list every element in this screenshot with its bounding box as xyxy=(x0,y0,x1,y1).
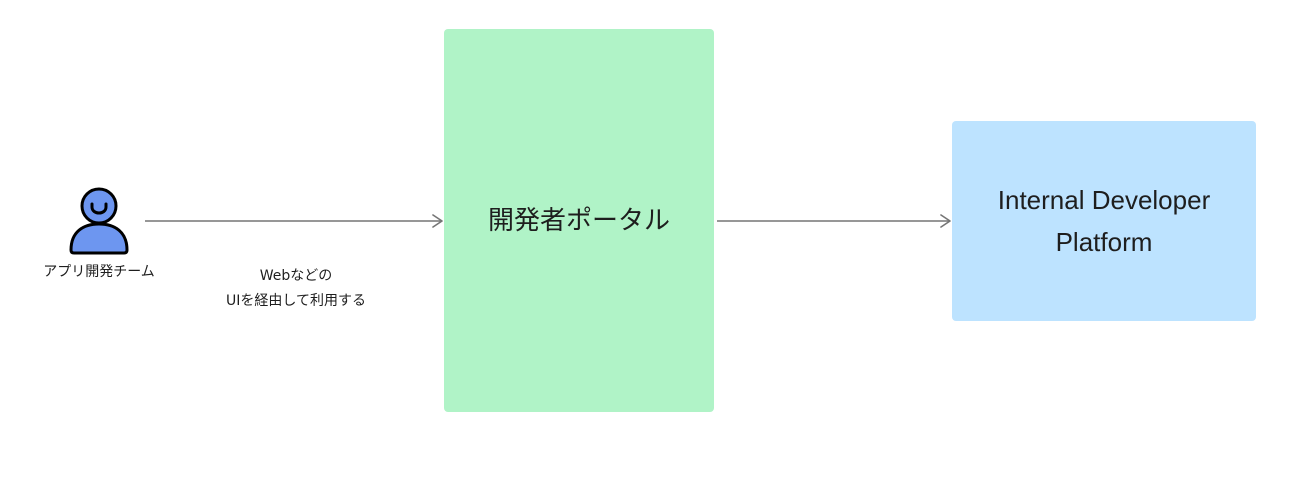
platform-title-line-2: Platform xyxy=(1055,227,1153,257)
developer-portal-title: 開発者ポータル xyxy=(487,205,670,236)
edge-label-line-2: UIを経由して利用する xyxy=(226,293,366,309)
internal-developer-platform-node: Internal Developer Platform xyxy=(952,121,1256,321)
developer-portal-node: 開発者ポータル xyxy=(444,29,714,412)
actor-app-dev-team: アプリ開発チーム xyxy=(24,184,174,282)
edge-label-actor-to-portal: Webなどの UIを経由して利用する xyxy=(196,264,396,314)
platform-title-line-1: Internal Developer xyxy=(997,185,1211,215)
person-icon xyxy=(69,187,129,255)
actor-label: アプリ開発チーム xyxy=(43,264,155,280)
edge-label-line-1: Webなどの xyxy=(259,268,333,284)
internal-developer-platform-title: Internal Developer Platform xyxy=(998,179,1210,263)
